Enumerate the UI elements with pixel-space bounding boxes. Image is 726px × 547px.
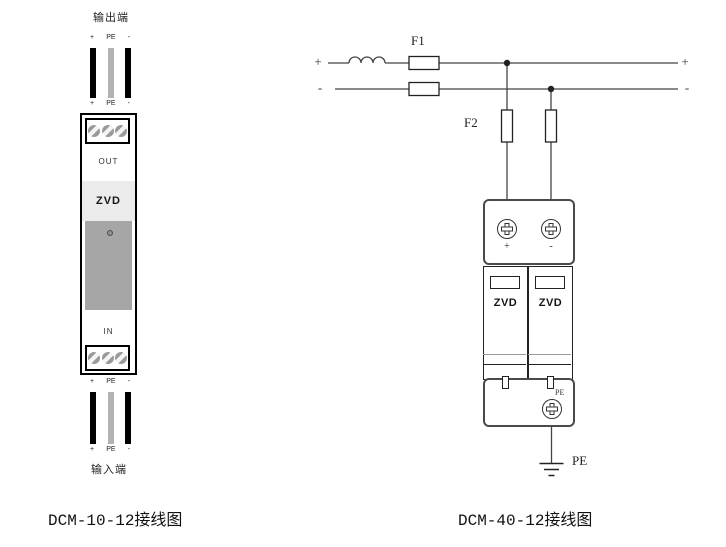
- module-divider-line: [483, 364, 526, 365]
- terminal-block-in: [85, 345, 130, 371]
- minus-marking: -: [127, 378, 130, 385]
- ground-symbol-icon: [539, 462, 564, 477]
- device-body: [85, 221, 132, 310]
- terminal-marking-row-bottom-2: + PE -: [90, 446, 130, 454]
- inductor-icon: [348, 56, 386, 64]
- junction-dot-minus: [547, 85, 555, 93]
- phillips-screw-icon: [541, 219, 561, 239]
- minus-wire-bar-bottom: [125, 392, 131, 444]
- pe-wire-bar-bottom: [108, 392, 114, 444]
- spd-module-plus: ZVD: [483, 266, 528, 380]
- fuse-f1-minus-icon: [408, 81, 440, 97]
- module-divider-line: [528, 364, 571, 365]
- terminal-marking-row-bottom-1: + PE -: [90, 378, 130, 386]
- module-divider-line: [528, 354, 571, 355]
- slotted-screw-icon: [114, 125, 127, 137]
- brand-label: ZVD: [538, 297, 563, 309]
- output-side-label: 输出端: [93, 12, 129, 24]
- left-caption: DCM-10-12接线图: [48, 512, 183, 530]
- plus-marking: +: [90, 34, 95, 41]
- slotted-screw-icon: [101, 352, 114, 364]
- terminal-plus-label: +: [504, 241, 510, 252]
- out-port-label: OUT: [98, 157, 119, 166]
- module-pin: [502, 376, 509, 389]
- pe-wire-bar-top: [108, 48, 114, 98]
- minus-wire-bar-top: [125, 48, 131, 98]
- fuse-f1-label: F1: [411, 33, 425, 48]
- pe-marking: PE: [106, 34, 116, 41]
- spd-device-dcm10: OUT ZVD IN: [80, 113, 137, 375]
- terminal-block-out: [85, 118, 130, 144]
- module-window: [535, 276, 565, 289]
- spd-pe-block: PE: [483, 378, 575, 427]
- pe-marking: PE: [106, 446, 116, 453]
- ground-pe-label: PE: [572, 453, 588, 468]
- pe-marking: PE: [106, 100, 116, 107]
- in-port-label: IN: [103, 327, 114, 336]
- status-indicator-dot: [107, 230, 113, 236]
- minus-marking: -: [127, 100, 130, 107]
- fuse-f1-plus-icon: [408, 55, 440, 71]
- phillips-screw-icon: [542, 399, 562, 419]
- slotted-screw-icon: [88, 125, 101, 137]
- fuse-f2-plus-icon: [500, 109, 514, 143]
- line-minus-label-right: -: [684, 80, 690, 95]
- terminal-minus-label: -: [549, 241, 553, 252]
- line-minus-label-left: -: [317, 80, 323, 95]
- slotted-screw-icon: [88, 352, 101, 364]
- minus-marking: -: [127, 34, 130, 41]
- terminal-marking-row-top-2: + PE -: [90, 100, 130, 108]
- line-plus-label-right: +: [681, 54, 689, 69]
- fuse-f2-minus-icon: [544, 109, 558, 143]
- junction-dot-plus: [503, 59, 511, 67]
- spd-module-minus: ZVD: [528, 266, 573, 380]
- phillips-screw-icon: [497, 219, 517, 239]
- plus-marking: +: [90, 378, 95, 385]
- slotted-screw-icon: [114, 352, 127, 364]
- pe-marking: PE: [106, 378, 116, 385]
- brand-label: ZVD: [493, 297, 518, 309]
- line-plus-label-left: +: [314, 54, 322, 69]
- plus-wire-bar-top: [90, 48, 96, 98]
- right-caption: DCM-40-12接线图: [458, 512, 593, 530]
- brand-label: ZVD: [82, 181, 135, 221]
- plus-marking: +: [90, 446, 95, 453]
- input-side-label: 输入端: [91, 464, 127, 476]
- plus-marking: +: [90, 100, 95, 107]
- module-pin: [547, 376, 554, 389]
- module-divider-line: [483, 354, 526, 355]
- minus-marking: -: [127, 446, 130, 453]
- spd-top-terminal-block: + -: [483, 199, 575, 265]
- slotted-screw-icon: [101, 125, 114, 137]
- plus-wire-bar-bottom: [90, 392, 96, 444]
- terminal-marking-row-top-1: + PE -: [90, 34, 130, 42]
- module-window: [490, 276, 520, 289]
- fuse-f2-label: F2: [464, 115, 478, 130]
- pe-terminal-label: PE: [555, 388, 565, 397]
